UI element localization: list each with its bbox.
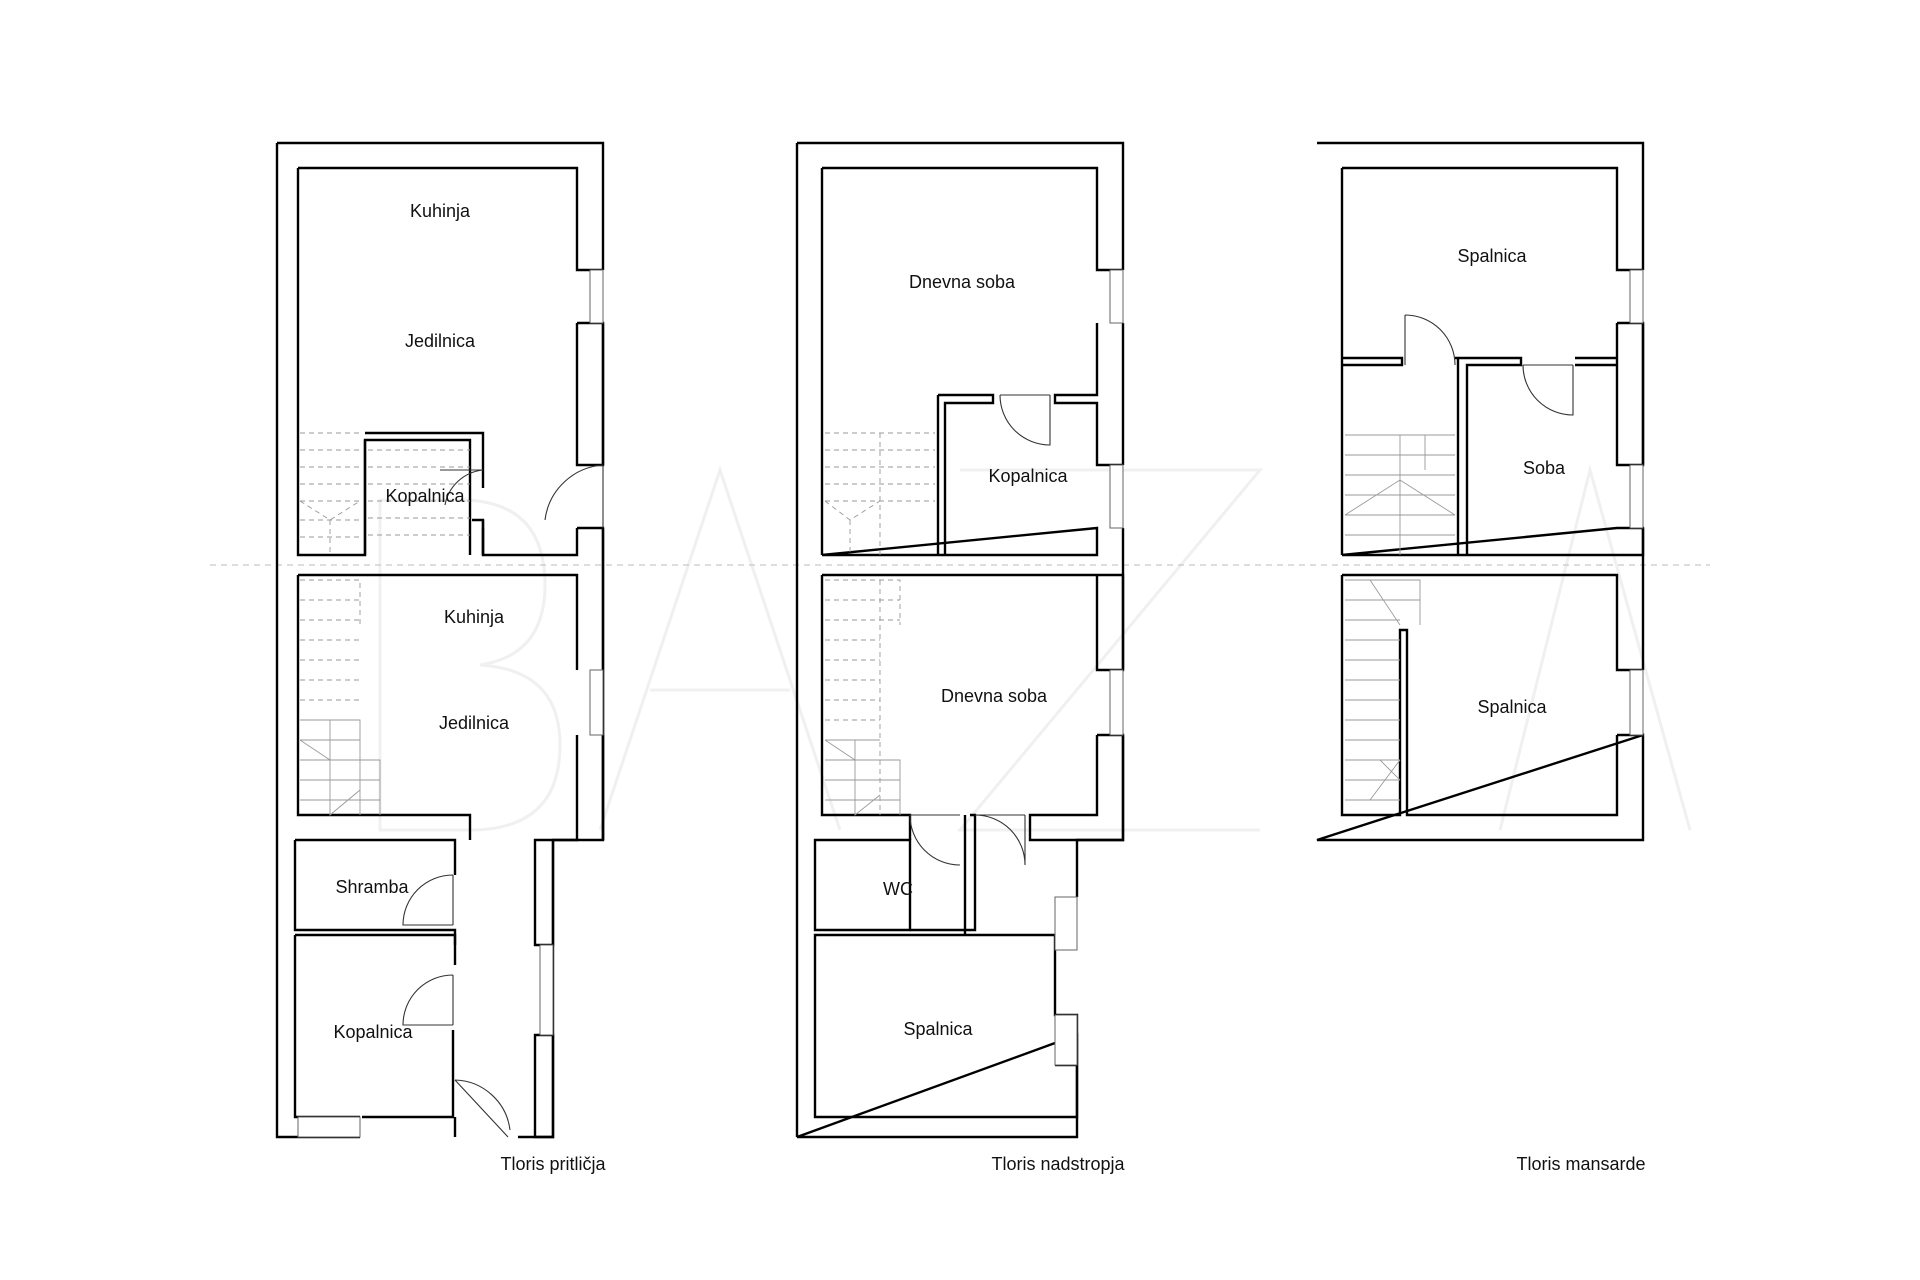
room-label: WC	[883, 879, 913, 899]
window	[1629, 464, 1644, 529]
plan-caption: Tloris mansarde	[1516, 1154, 1645, 1174]
window	[1109, 269, 1124, 324]
room-label: Spalnica	[903, 1019, 973, 1039]
window	[297, 1116, 361, 1138]
door-swing	[1522, 364, 1574, 416]
door-swing	[544, 464, 604, 528]
room-labels: Dnevna soba Kopalnica Dnevna soba WC Spa…	[883, 272, 1069, 1039]
room-labels: Kuhinja Jedilnica Kopalnica Kuhinja Jedi…	[333, 201, 510, 1042]
window	[589, 669, 604, 736]
window	[1054, 1014, 1078, 1066]
room-label: Dnevna soba	[909, 272, 1016, 292]
room-label: Spalnica	[1477, 697, 1547, 717]
door-swing	[1404, 314, 1456, 366]
plan-attic: Spalnica Soba Spalnica Tloris mansarde	[1316, 141, 1646, 1174]
outer-wall	[277, 141, 605, 1139]
window	[589, 269, 604, 324]
window	[1629, 669, 1644, 736]
window	[1054, 896, 1078, 951]
window	[539, 944, 554, 1036]
plan-ground-floor: Kuhinja Jedilnica Kopalnica Kuhinja Jedi…	[275, 141, 606, 1174]
room-label: Kopalnica	[333, 1022, 413, 1042]
window	[1109, 464, 1124, 529]
room-label: Jedilnica	[405, 331, 476, 351]
staircase	[1344, 434, 1456, 801]
room-label: Jedilnica	[439, 713, 510, 733]
plan-caption: Tloris nadstropja	[991, 1154, 1125, 1174]
door-swing	[440, 469, 484, 506]
window	[1109, 669, 1124, 736]
room-label: Kuhinja	[444, 607, 505, 627]
window	[1629, 269, 1644, 324]
door-swing	[454, 1079, 511, 1138]
plan-caption: Tloris pritličja	[500, 1154, 606, 1174]
door-swing	[974, 814, 1026, 866]
room-label: Kopalnica	[988, 466, 1068, 486]
room-labels: Spalnica Soba Spalnica	[1457, 246, 1566, 717]
door-swing	[402, 974, 454, 1026]
staircase	[824, 432, 935, 816]
room-label: Shramba	[335, 877, 409, 897]
room-label: Dnevna soba	[941, 686, 1048, 706]
door-swing	[909, 814, 961, 866]
room-label: Soba	[1523, 458, 1566, 478]
room-label: Kopalnica	[385, 486, 465, 506]
door-swing	[402, 874, 454, 926]
staircase	[299, 432, 470, 816]
room-label: Kuhinja	[410, 201, 471, 221]
room-label: Spalnica	[1457, 246, 1527, 266]
door-swing	[999, 394, 1051, 446]
plan-first-floor: Dnevna soba Kopalnica Dnevna soba WC Spa…	[795, 141, 1126, 1174]
